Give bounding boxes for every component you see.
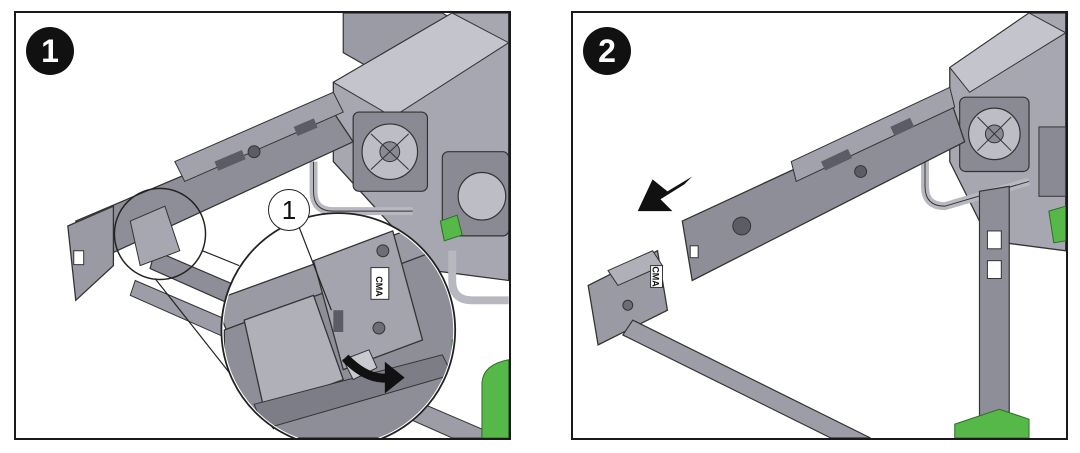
rotate-arrow-head [384, 361, 405, 394]
direction-arrow-icon [637, 176, 693, 212]
green-tab [439, 214, 463, 242]
step-badge-icon: 2 [583, 27, 631, 75]
cma-latch-label: CMA [374, 276, 384, 297]
step-2-panel: CMA 2 [571, 11, 1068, 440]
detail-circle-small [113, 187, 207, 281]
callout-1: 1 [268, 189, 310, 231]
step-1-panel: CMA 1 1 [14, 11, 511, 440]
rail-bracket [67, 205, 115, 302]
cable-arm [621, 319, 871, 438]
callout-leader-icon [298, 225, 332, 311]
step-2-illustration: CMA [587, 13, 1066, 438]
step-1-illustration: CMA [67, 13, 509, 438]
rack-post [978, 185, 1010, 438]
cma-latch-label: CMA [651, 266, 661, 287]
step-badge-icon: 1 [26, 27, 74, 75]
